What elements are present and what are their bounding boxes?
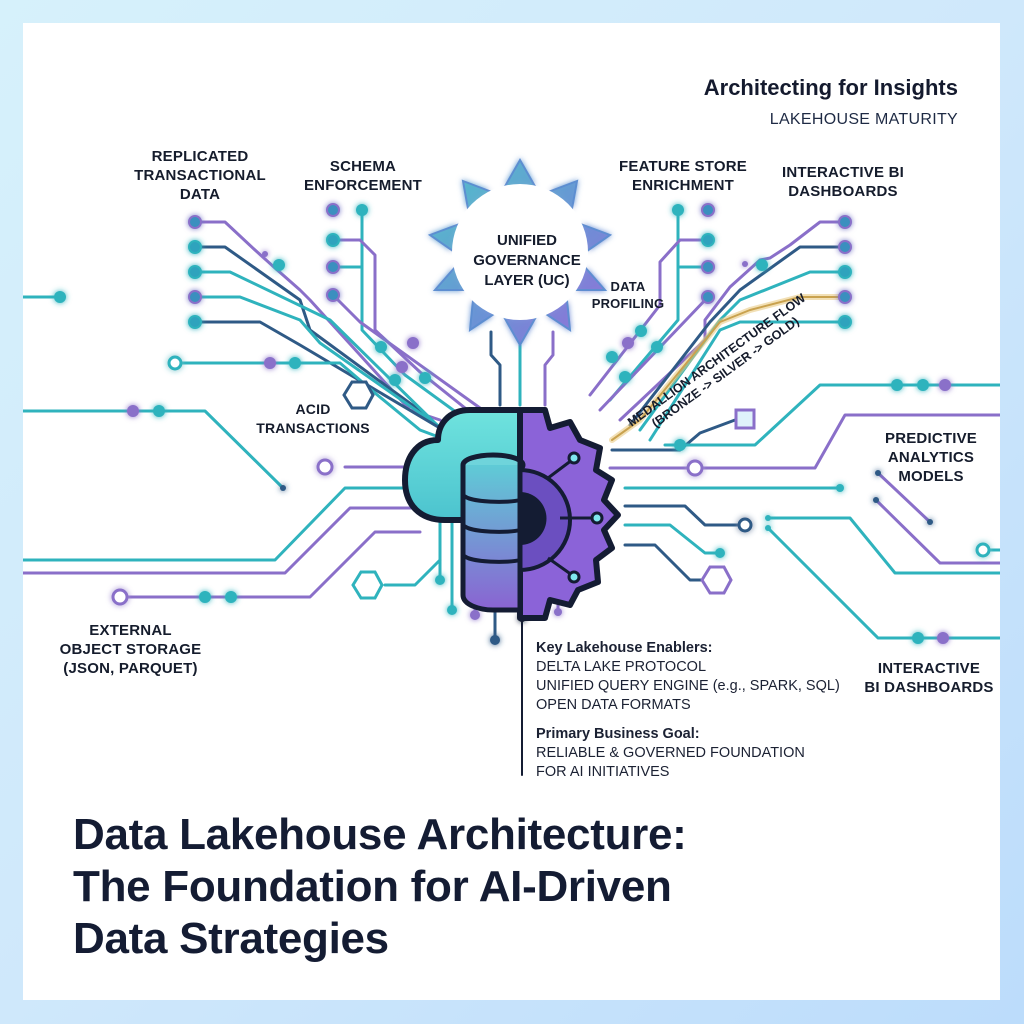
goal-line: FOR AI INITIATIVES: [536, 764, 670, 780]
label-feature-store-enrichment: FEATURE STORE ENRICHMENT: [619, 158, 747, 194]
label-predictive-analytics-models: PREDICTIVE ANALYTICS MODELS: [884, 430, 977, 485]
cloud-database-gear-icon: [402, 407, 621, 621]
enabler-item: UNIFIED QUERY ENGINE (e.g., SPARK, SQL): [536, 678, 840, 694]
main-title: Data Lakehouse Architecture: The Foundat…: [73, 810, 687, 963]
infographic-card: Architecting for Insights LAKEHOUSE MATU…: [23, 23, 1000, 1000]
circuit-diagram: [23, 157, 1000, 776]
label-schema-enforcement: SCHEMA ENFORCEMENT: [303, 158, 423, 194]
label-data-profiling: DATA PROFILING: [591, 279, 665, 311]
label-replicated-transactional-data: REPLICATED TRANSACTIONAL DATA: [134, 148, 266, 203]
label-interactive-bi-dashboards-top: INTERACTIVE BI DASHBOARDS: [782, 164, 904, 200]
governance-star-icon: [427, 157, 613, 348]
enablers-heading: Key Lakehouse Enablers:: [536, 640, 713, 656]
goal-line: RELIABLE & GOVERNED FOUNDATION: [536, 745, 805, 761]
header-title: Architecting for Insights: [703, 75, 958, 100]
goal-heading: Primary Business Goal:: [536, 726, 700, 742]
info-panel: Key Lakehouse Enablers: DELTA LAKE PROTO…: [536, 639, 840, 782]
enabler-item: DELTA LAKE PROTOCOL: [536, 659, 707, 675]
label-interactive-bi-dashboards-bottom: INTERACTIVE BI DASHBOARDS: [864, 660, 994, 696]
label-acid-transactions: ACID TRANSACTIONS: [256, 401, 370, 436]
governance-label: UNIFIED GOVERNANCE LAYER (UC): [473, 232, 581, 289]
label-external-object-storage: EXTERNAL OBJECT STORAGE (JSON, PARQUET): [59, 622, 202, 677]
header-subtitle: LAKEHOUSE MATURITY: [769, 111, 958, 128]
enabler-item: OPEN DATA FORMATS: [536, 697, 691, 713]
